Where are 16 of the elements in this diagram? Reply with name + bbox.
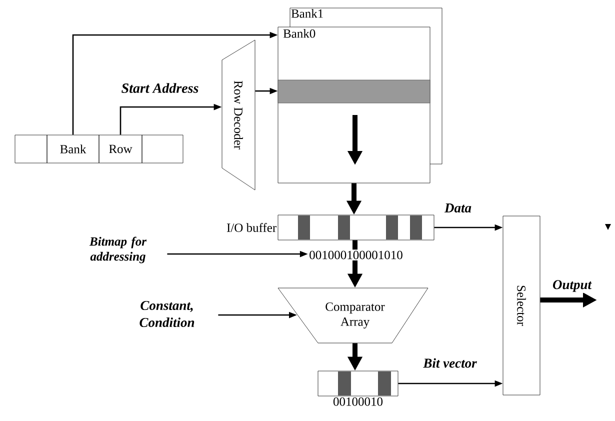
bit-string: 001000100001010	[310, 250, 402, 260]
input-label: Bitmap for addressing	[89, 236, 147, 264]
node-label: 00100010	[333, 397, 383, 406]
buffer-bar: I/O buffer	[226, 214, 434, 240]
register-cell: Bank	[46, 134, 100, 164]
row-decoder: Row Decoder	[222, 40, 256, 190]
node-label: I/O buffer	[226, 223, 276, 232]
edge-label: Data	[444, 204, 472, 212]
bit-vector-bar: 00100010	[318, 370, 398, 406]
comparator-trapezoid: Comparator Array	[278, 288, 428, 344]
annotation-label: Start Address	[122, 83, 198, 93]
edge-label: Output	[552, 280, 592, 292]
input-label: Constant, Condition	[140, 300, 194, 328]
register-cell: Row	[98, 134, 142, 164]
edge-label: Bit vector	[423, 358, 477, 368]
selector-box: Selector	[502, 216, 540, 396]
